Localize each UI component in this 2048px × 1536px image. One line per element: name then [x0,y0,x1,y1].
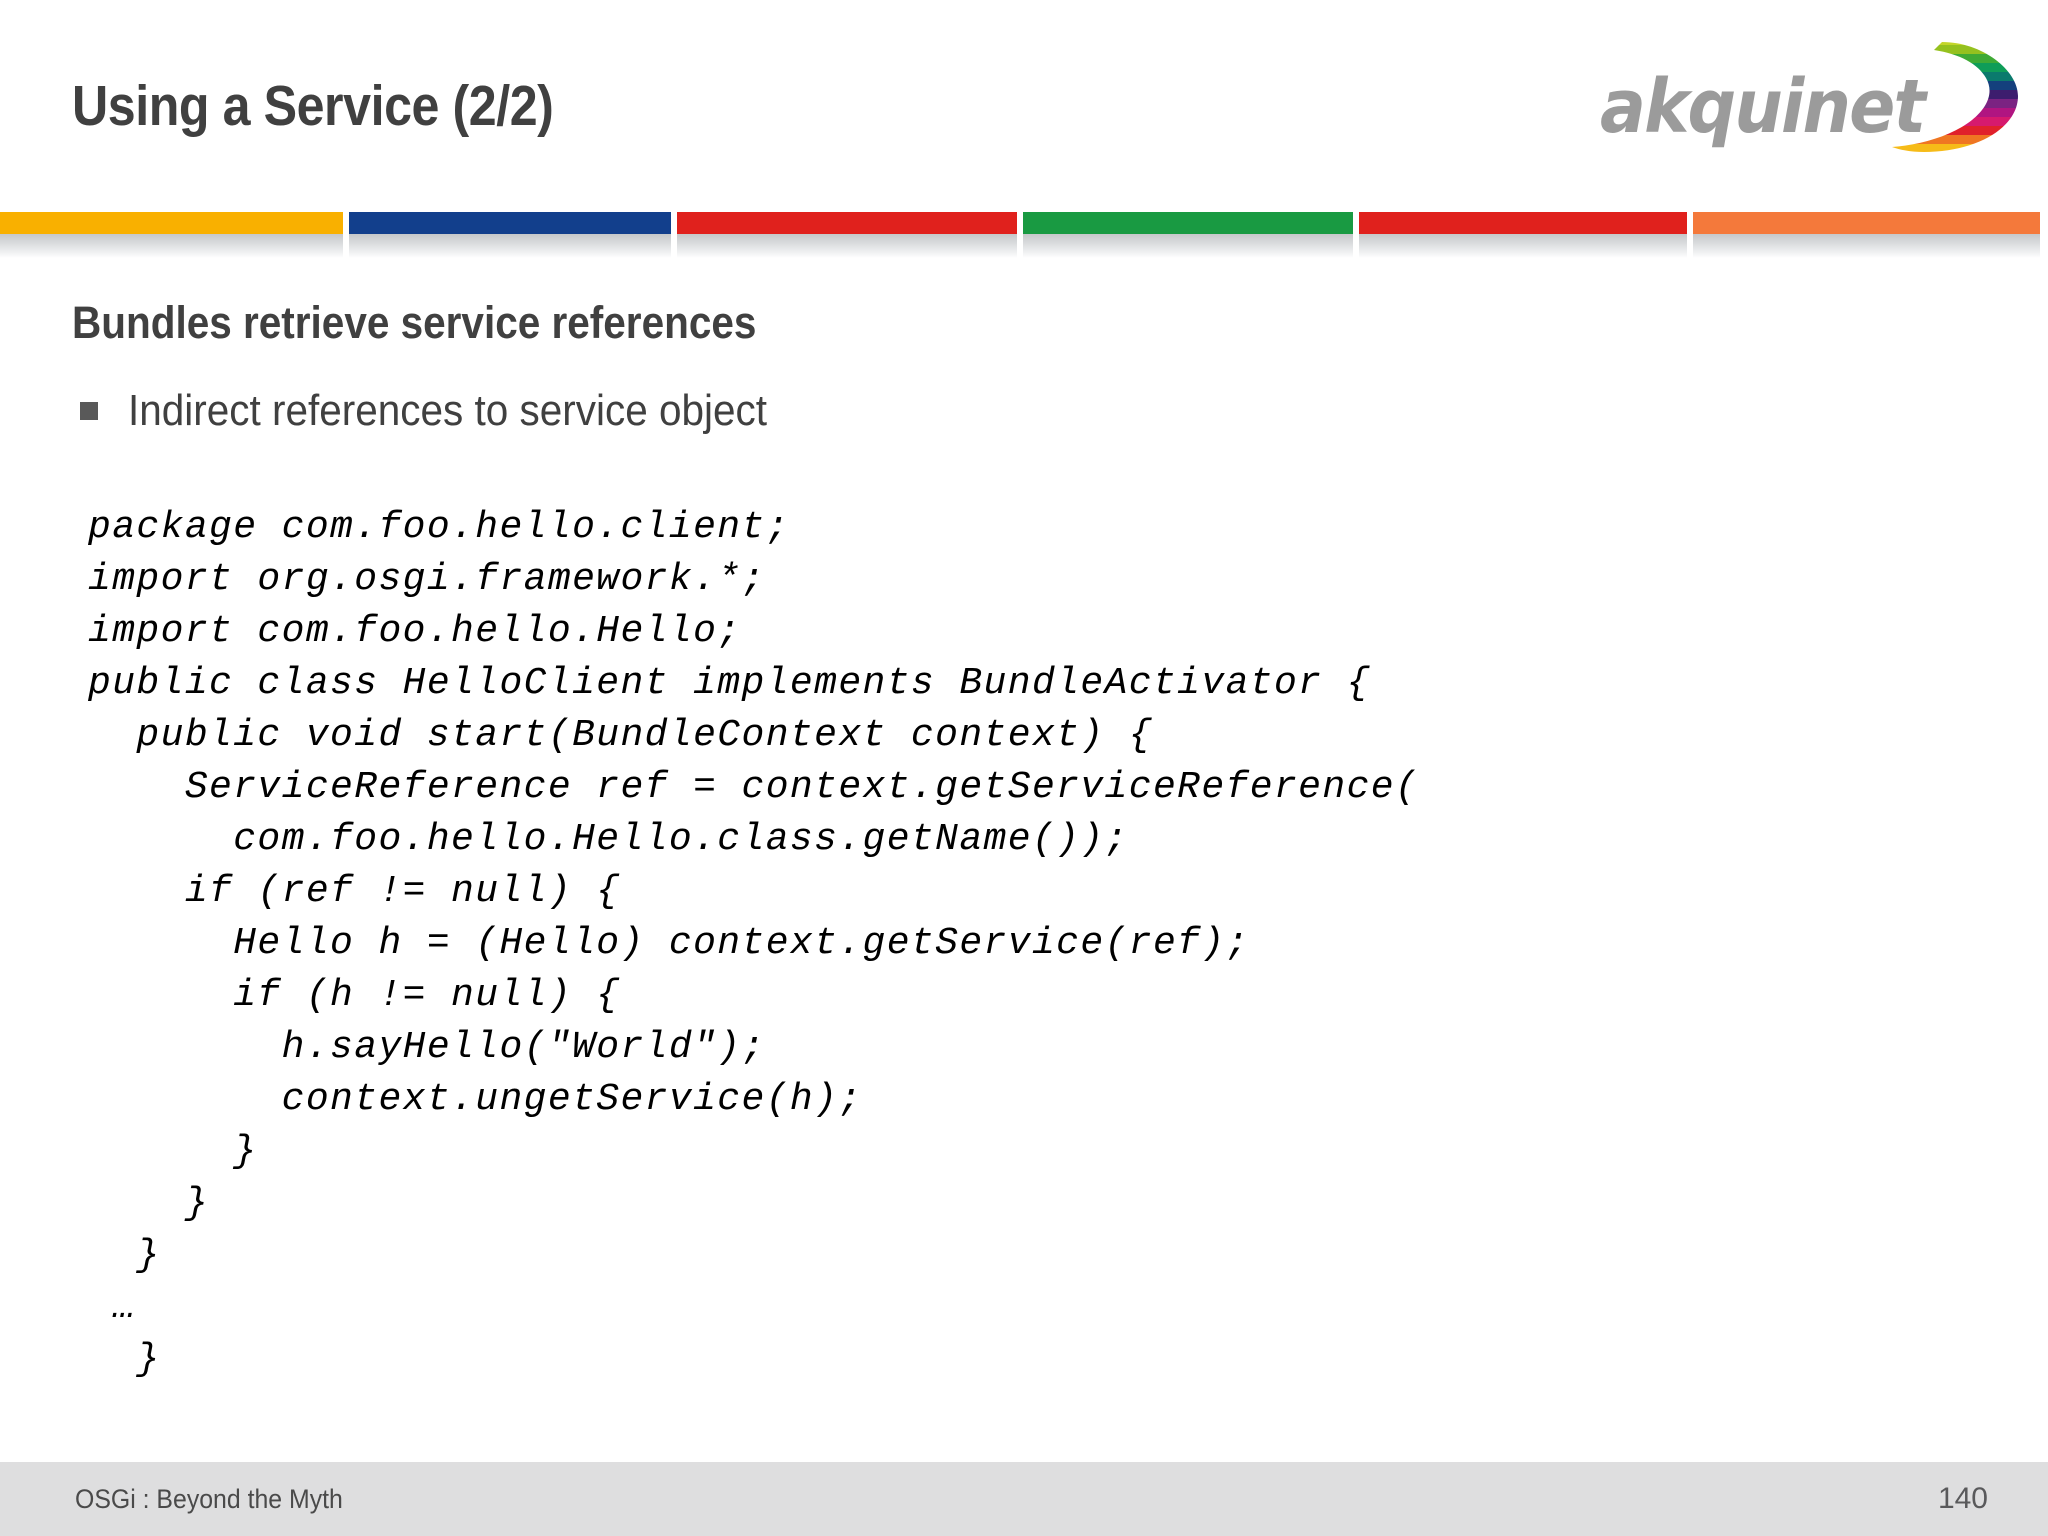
accent-bar-shadow-segment-green [1023,234,1353,258]
code-line: Hello h = (Hello) context.getService(ref… [88,922,1250,965]
bullet-item-label: Indirect references to service object [128,386,767,435]
slide-header: Using a Service (2/2) akquinet [0,0,2048,210]
code-line: if (h != null) { [88,974,621,1017]
bullet-list-item: Indirect references to service object [80,386,823,436]
accent-bar-shadow-segment-red-2 [1359,234,1687,258]
logo-swoosh-icon [1892,42,2018,152]
square-bullet-icon [80,402,98,420]
code-line: context.ungetService(h); [88,1078,863,1121]
code-line: import com.foo.hello.Hello; [88,610,742,653]
accent-bar-segment-red [677,212,1017,234]
accent-bar-shadow-segment-yellow [0,234,343,258]
accent-bar-segment-yellow [0,212,343,234]
accent-color-bar [0,212,2048,234]
slide-footer: OSGi : Beyond the Myth 140 [0,1462,2048,1536]
code-line: public void start(BundleContext context)… [88,714,1153,757]
accent-bar-shadow [0,234,2048,258]
accent-bar-shadow-segment-blue [349,234,671,258]
footer-page-number: 140 [1937,1482,1988,1515]
accent-bar-segment-red-2 [1359,212,1687,234]
slide-content: Bundles retrieve service references Indi… [0,258,2048,1458]
code-line: ServiceReference ref = context.getServic… [88,766,1420,809]
code-line: } [88,1234,161,1277]
code-line: com.foo.hello.Hello.class.getName()); [88,818,1129,861]
accent-bar-shadow-segment-orange [1693,234,2040,258]
code-snippet: package com.foo.hello.client; import org.… [88,502,1419,1386]
code-line: } [88,1130,258,1173]
code-line: import org.osgi.framework.*; [88,558,766,601]
accent-bar-segment-green [1023,212,1353,234]
code-line: public class HelloClient implements Bund… [88,662,1371,705]
code-line: h.sayHello("World"); [88,1026,766,1069]
code-line: } [88,1338,161,1381]
accent-bar-shadow-segment-red [677,234,1017,258]
logo-wordmark: akquinet [1600,64,1926,150]
code-line: … [88,1286,137,1329]
code-line: } [88,1182,210,1225]
accent-bar-segment-blue [349,212,671,234]
footer-presentation-title: OSGi : Beyond the Myth [75,1484,343,1514]
section-heading: Bundles retrieve service references [72,297,757,348]
page-title: Using a Service (2/2) [72,74,554,138]
accent-bar-segment-orange [1693,212,2040,234]
code-line: if (ref != null) { [88,870,621,913]
akquinet-logo: akquinet [1600,36,2020,156]
code-line: package com.foo.hello.client; [88,506,790,549]
